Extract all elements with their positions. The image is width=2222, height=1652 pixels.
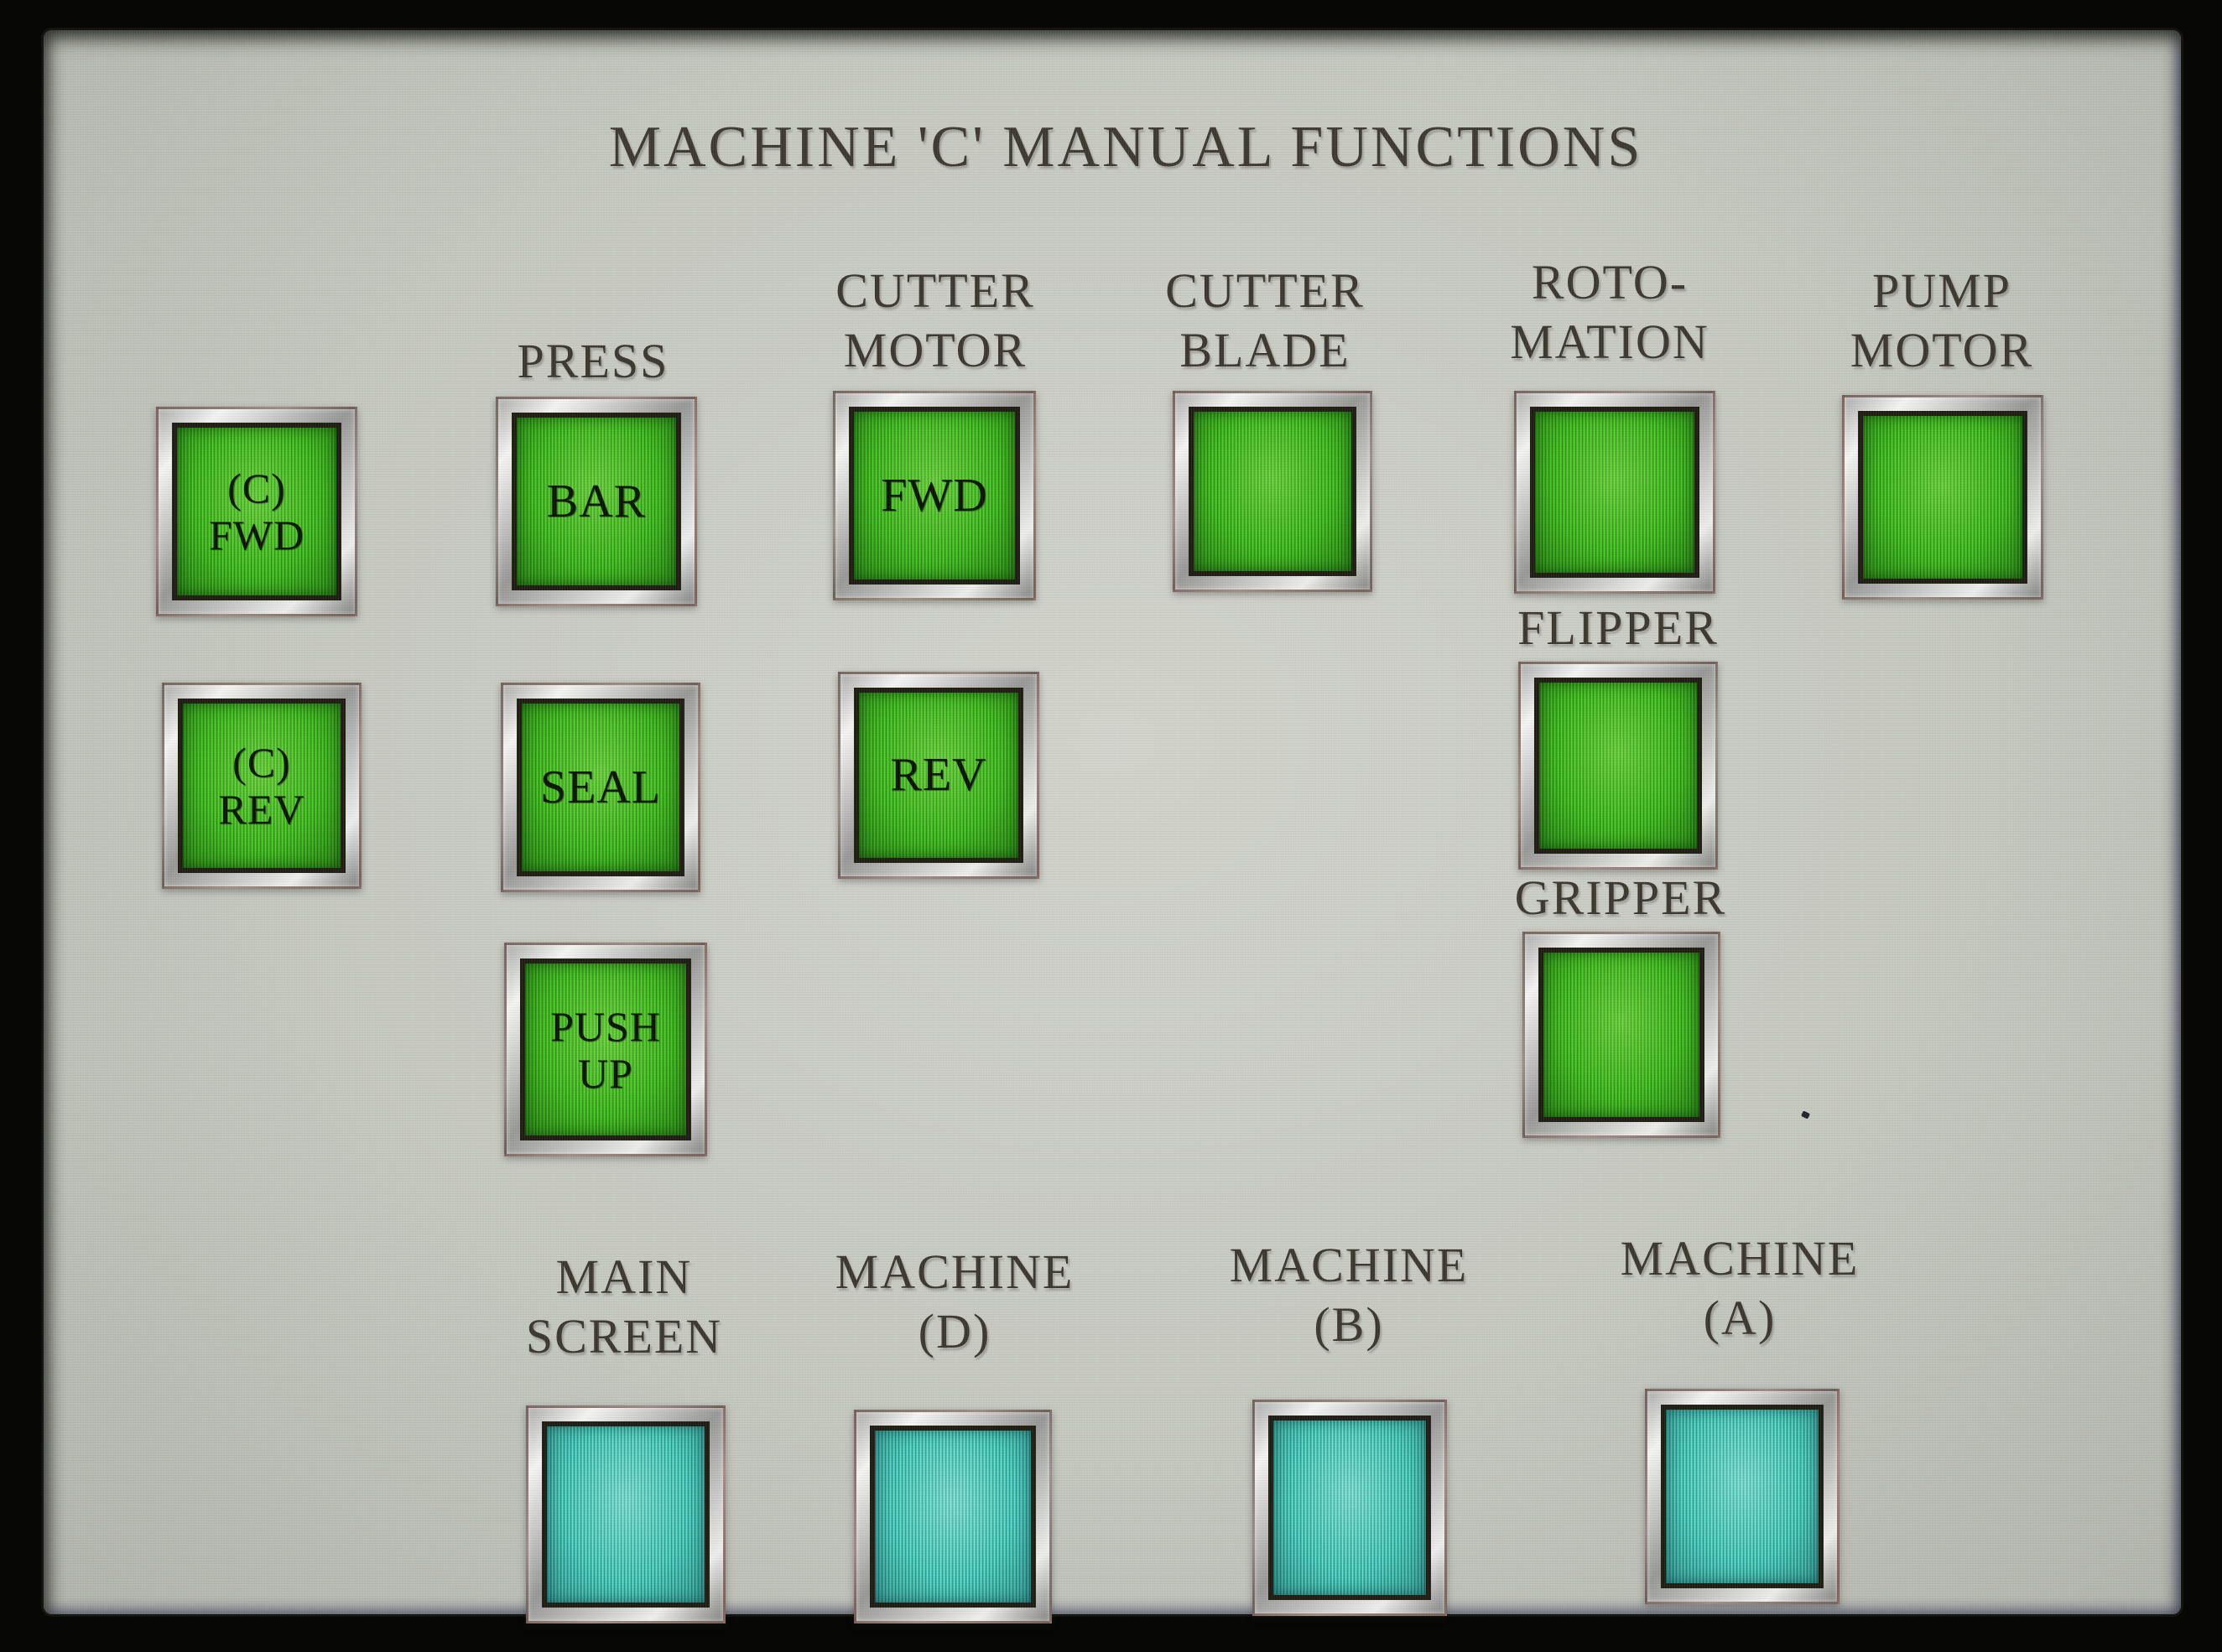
header-roto-mation: ROTO- MATION [1510, 255, 1709, 369]
machine-b-label: MACHINE (B) [1229, 1238, 1469, 1352]
hmi-touchscreen: MACHINE 'C' MANUAL FUNCTIONS PRESS CUTTE… [44, 30, 2181, 1623]
gripper-button[interactable] [1522, 932, 1720, 1138]
c-fwd-button-label: (C) FWD [172, 423, 341, 600]
flipper-button[interactable] [1518, 662, 1718, 870]
press-push-up-button[interactable]: PUSH UP [504, 943, 707, 1156]
machine-a-button[interactable] [1645, 1389, 1840, 1604]
gripper-button-label [1538, 948, 1704, 1122]
c-fwd-button[interactable]: (C) FWD [156, 407, 357, 616]
main-screen-label: MAIN SCREEN [525, 1249, 723, 1364]
main-screen-button[interactable] [526, 1405, 726, 1623]
press-push-up-button-label: PUSH UP [520, 958, 691, 1140]
cutter-blade-button-label [1189, 407, 1356, 576]
machine-b-button-face [1268, 1416, 1431, 1600]
flipper-button-label [1534, 678, 1702, 854]
press-bar-button-label: BAR [512, 413, 681, 590]
main-screen-button-face [542, 1421, 710, 1608]
screen-speck [1800, 1110, 1811, 1120]
header-flipper: FLIPPER [1517, 600, 1719, 655]
header-pump-motor: PUMP MOTOR [1850, 263, 2034, 377]
header-cutter-blade: CUTTER BLADE [1165, 263, 1365, 377]
pump-motor-button-label [1858, 411, 2027, 584]
c-rev-button[interactable]: (C) REV [162, 683, 362, 889]
pump-motor-button[interactable] [1842, 395, 2043, 600]
machine-a-button-face [1661, 1405, 1824, 1588]
header-press: PRESS [517, 334, 669, 388]
press-seal-button-label: SEAL [517, 699, 684, 876]
c-rev-button-label: (C) REV [178, 699, 346, 873]
press-bar-button[interactable]: BAR [496, 397, 697, 606]
machine-b-button[interactable] [1252, 1400, 1447, 1616]
roto-mation-button-label [1530, 407, 1699, 578]
roto-mation-button[interactable] [1514, 391, 1715, 594]
press-seal-button[interactable]: SEAL [501, 683, 700, 892]
cutter-motor-rev-button[interactable]: REV [838, 672, 1039, 879]
header-cutter-motor: CUTTER MOTOR [835, 263, 1035, 377]
cutter-motor-rev-button-label: REV [854, 688, 1023, 863]
header-gripper: GRIPPER [1514, 870, 1727, 925]
machine-d-button-face [870, 1426, 1036, 1608]
machine-d-label: MACHINE (D) [835, 1244, 1075, 1358]
cutter-motor-fwd-button-label: FWD [849, 407, 1020, 584]
cutter-motor-fwd-button[interactable]: FWD [833, 391, 1036, 600]
cutter-blade-button[interactable] [1173, 391, 1372, 592]
machine-a-label: MACHINE (A) [1620, 1231, 1860, 1345]
page-title: MACHINE 'C' MANUAL FUNCTIONS [608, 115, 1643, 179]
machine-d-button[interactable] [854, 1410, 1052, 1623]
